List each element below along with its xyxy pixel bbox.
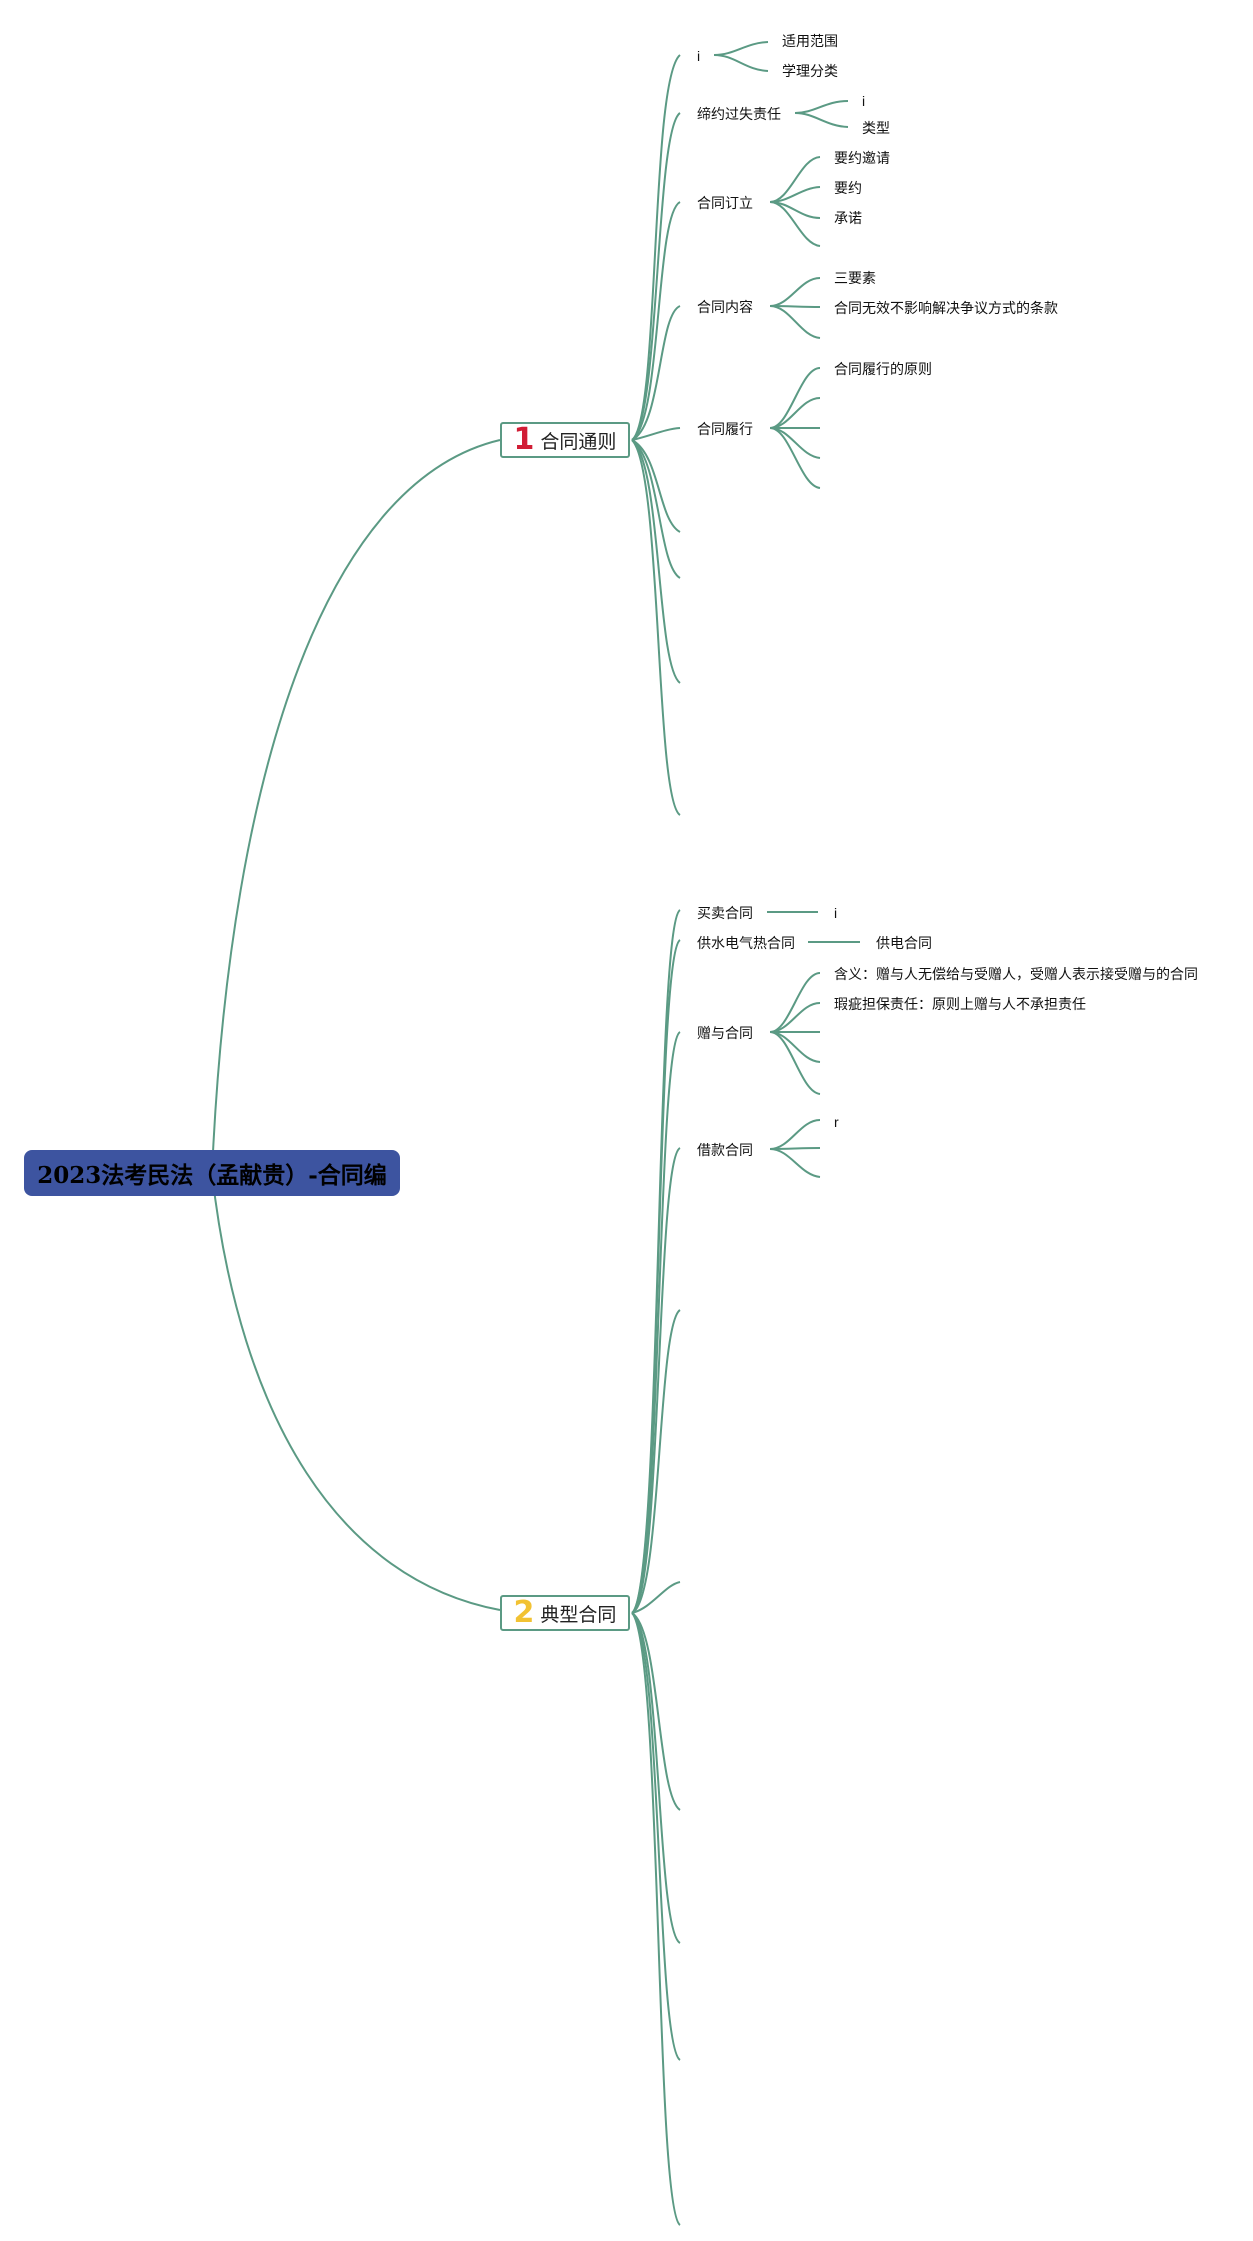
link-t1-b8 <box>631 439 681 684</box>
link-t2-b2 <box>631 939 681 1614</box>
link-t2b4-c2 <box>769 1147 821 1150</box>
link-t1-b9 <box>631 439 681 816</box>
leaf-label[interactable]: 合同履行的原则 <box>834 361 932 377</box>
link-t1b5-c1 <box>769 367 821 429</box>
leaf-label[interactable]: i <box>834 905 838 921</box>
link-t1b5-c4 <box>769 427 821 459</box>
topic-typical-contracts[interactable]: 2 典型合同 <box>500 1595 630 1631</box>
leaf-label[interactable]: 类型 <box>862 120 890 136</box>
branch-label[interactable]: 供水电气热合同 <box>697 935 795 951</box>
link-t1b3-c4 <box>769 201 821 247</box>
leaf-label[interactable]: 供电合同 <box>876 935 932 951</box>
link-t1b4-c3 <box>769 305 821 339</box>
branch-label[interactable]: 赠与合同 <box>697 1025 753 1041</box>
link-t2b3-c5 <box>769 1031 821 1095</box>
branch-label[interactable]: i <box>697 48 701 64</box>
link-t1-b3 <box>631 201 681 441</box>
link-t2-b10 <box>631 1612 681 2226</box>
leaf-label[interactable]: 承诺 <box>834 210 862 226</box>
link-root-topic2 <box>211 1172 501 1611</box>
branch-label[interactable]: 合同内容 <box>697 299 753 315</box>
root-topic-title: 2023法考民法（孟献贵）-合同编 <box>37 1162 387 1189</box>
link-t2b3-c2 <box>769 1002 821 1033</box>
link-t1b5-c5 <box>769 427 821 489</box>
leaf-label[interactable]: 要约邀请 <box>834 150 890 166</box>
link-t2b4-c3 <box>769 1148 821 1178</box>
link-t1b1-c2 <box>713 54 769 72</box>
link-t1b2-c2 <box>794 112 849 128</box>
leaf-label[interactable]: 合同无效不影响解决争议方式的条款 <box>834 300 1058 316</box>
link-t2-b1 <box>631 909 681 1614</box>
link-t2-b5 <box>631 1309 681 1614</box>
leaf-label[interactable]: r <box>834 1114 839 1130</box>
link-t2b4-c1 <box>769 1119 821 1150</box>
branch-label[interactable]: 借款合同 <box>697 1142 753 1158</box>
link-t2b3-c1 <box>769 972 821 1033</box>
link-t2-b4 <box>631 1147 681 1614</box>
link-t1-b2 <box>631 112 681 441</box>
link-t2-b9 <box>631 1612 681 2061</box>
topic-contract-general[interactable]: 1 合同通则 <box>500 422 630 458</box>
root-topic[interactable]: 2023法考民法（孟献贵）-合同编 <box>24 1150 400 1196</box>
link-t2-b7 <box>631 1612 681 1811</box>
leaf-label[interactable]: i <box>862 93 866 109</box>
number-badge-1: 1 <box>513 422 535 457</box>
link-t1-b5 <box>631 427 681 441</box>
link-t1-b4 <box>631 305 681 441</box>
link-t2b3-c4 <box>769 1031 821 1063</box>
leaf-label[interactable]: 含义：赠与人无偿给与受赠人，受赠人表示接受赠与的合同 <box>834 966 1198 982</box>
topic-title: 合同通则 <box>540 431 617 453</box>
link-t1-b6 <box>631 439 681 533</box>
leaf-label[interactable]: 适用范围 <box>782 33 838 49</box>
link-t1b2-c1 <box>794 100 849 114</box>
link-t1-b7 <box>631 439 681 579</box>
leaf-label[interactable]: 瑕疵担保责任：原则上赠与人不承担责任 <box>834 996 1086 1012</box>
branch-label[interactable]: 合同履行 <box>697 421 753 437</box>
link-t2-b8 <box>631 1612 681 1944</box>
number-badge-2: 2 <box>513 1595 535 1630</box>
link-t1b1-c1 <box>713 41 769 56</box>
link-t1b4-c1 <box>769 277 821 307</box>
branch-label[interactable]: 缔约过失责任 <box>697 106 781 122</box>
link-root-topic1 <box>211 439 501 1174</box>
leaf-label[interactable]: 要约 <box>834 180 862 196</box>
link-t2-b3 <box>631 1031 681 1614</box>
leaf-label[interactable]: 三要素 <box>834 270 876 286</box>
link-t2-b6 <box>631 1581 681 1614</box>
link-t1b5-c2 <box>769 397 821 429</box>
branch-label[interactable]: 买卖合同 <box>697 905 753 921</box>
branch-label[interactable]: 合同订立 <box>697 195 753 211</box>
leaf-label[interactable]: 学理分类 <box>782 63 838 79</box>
topic-title: 典型合同 <box>540 1604 617 1626</box>
